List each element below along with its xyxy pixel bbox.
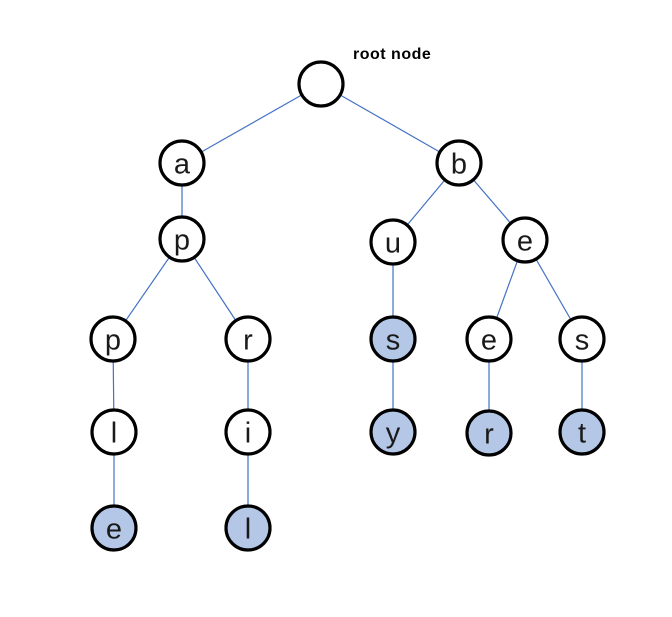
node-letter: r: [243, 324, 253, 356]
node-circle: [369, 218, 417, 266]
node-circle: [558, 315, 606, 363]
node-letter: t: [578, 417, 586, 449]
trie-node-l: l: [224, 504, 272, 552]
node-circle: [224, 408, 272, 456]
node-circle: [224, 504, 272, 552]
node-letter: e: [517, 225, 533, 257]
node-circle: [558, 408, 606, 456]
trie-node-r: r: [224, 315, 272, 363]
node-circle: [89, 315, 137, 363]
root-node-label: root node: [353, 46, 431, 63]
trie-node-b: b: [435, 139, 483, 187]
trie-node-e: e: [465, 315, 513, 363]
trie-node-u: u: [369, 218, 417, 266]
trie-node-t: t: [558, 408, 606, 456]
trie-node-s: s: [558, 315, 606, 363]
node-letter: s: [386, 324, 401, 356]
node-letter: l: [111, 417, 117, 449]
node-letter: e: [106, 513, 122, 545]
node-circle: [369, 315, 417, 363]
node-circle: [501, 216, 549, 264]
trie-node-s: s: [369, 315, 417, 363]
trie-node-e: e: [501, 216, 549, 264]
node-circle: [158, 139, 206, 187]
edge-root-b: [320, 83, 460, 164]
trie-node-a: a: [158, 139, 206, 187]
node-letter: e: [481, 324, 497, 356]
trie-node-r: r: [465, 409, 513, 457]
trie-node-l: l: [90, 408, 138, 456]
node-letter: r: [484, 418, 494, 450]
trie-node-e: e: [90, 504, 138, 552]
node-circle: [90, 408, 138, 456]
node-circle: [465, 315, 513, 363]
node-circle: [435, 139, 483, 187]
node-circle: [369, 408, 417, 456]
node-circle: [297, 60, 345, 108]
node-letter: i: [245, 417, 251, 449]
node-circle: [465, 409, 513, 457]
node-layer: a b p u e p r s e s l i y r t e l: [89, 60, 606, 552]
trie-node-y: y: [369, 408, 417, 456]
node-circle: [224, 315, 272, 363]
node-circle: [158, 215, 206, 263]
node-letter: y: [386, 417, 401, 449]
node-letter: p: [105, 324, 121, 356]
node-circle: [90, 504, 138, 552]
node-letter: b: [451, 148, 467, 180]
node-letter: l: [245, 513, 251, 545]
trie-node-root: [297, 60, 345, 108]
node-letter: p: [174, 224, 190, 256]
trie-node-i: i: [224, 408, 272, 456]
node-letter: u: [385, 227, 401, 259]
node-letter: s: [575, 324, 590, 356]
trie-node-p: p: [158, 215, 206, 263]
node-letter: a: [174, 148, 191, 180]
trie-node-p: p: [89, 315, 137, 363]
edge-root-a: [181, 83, 322, 164]
